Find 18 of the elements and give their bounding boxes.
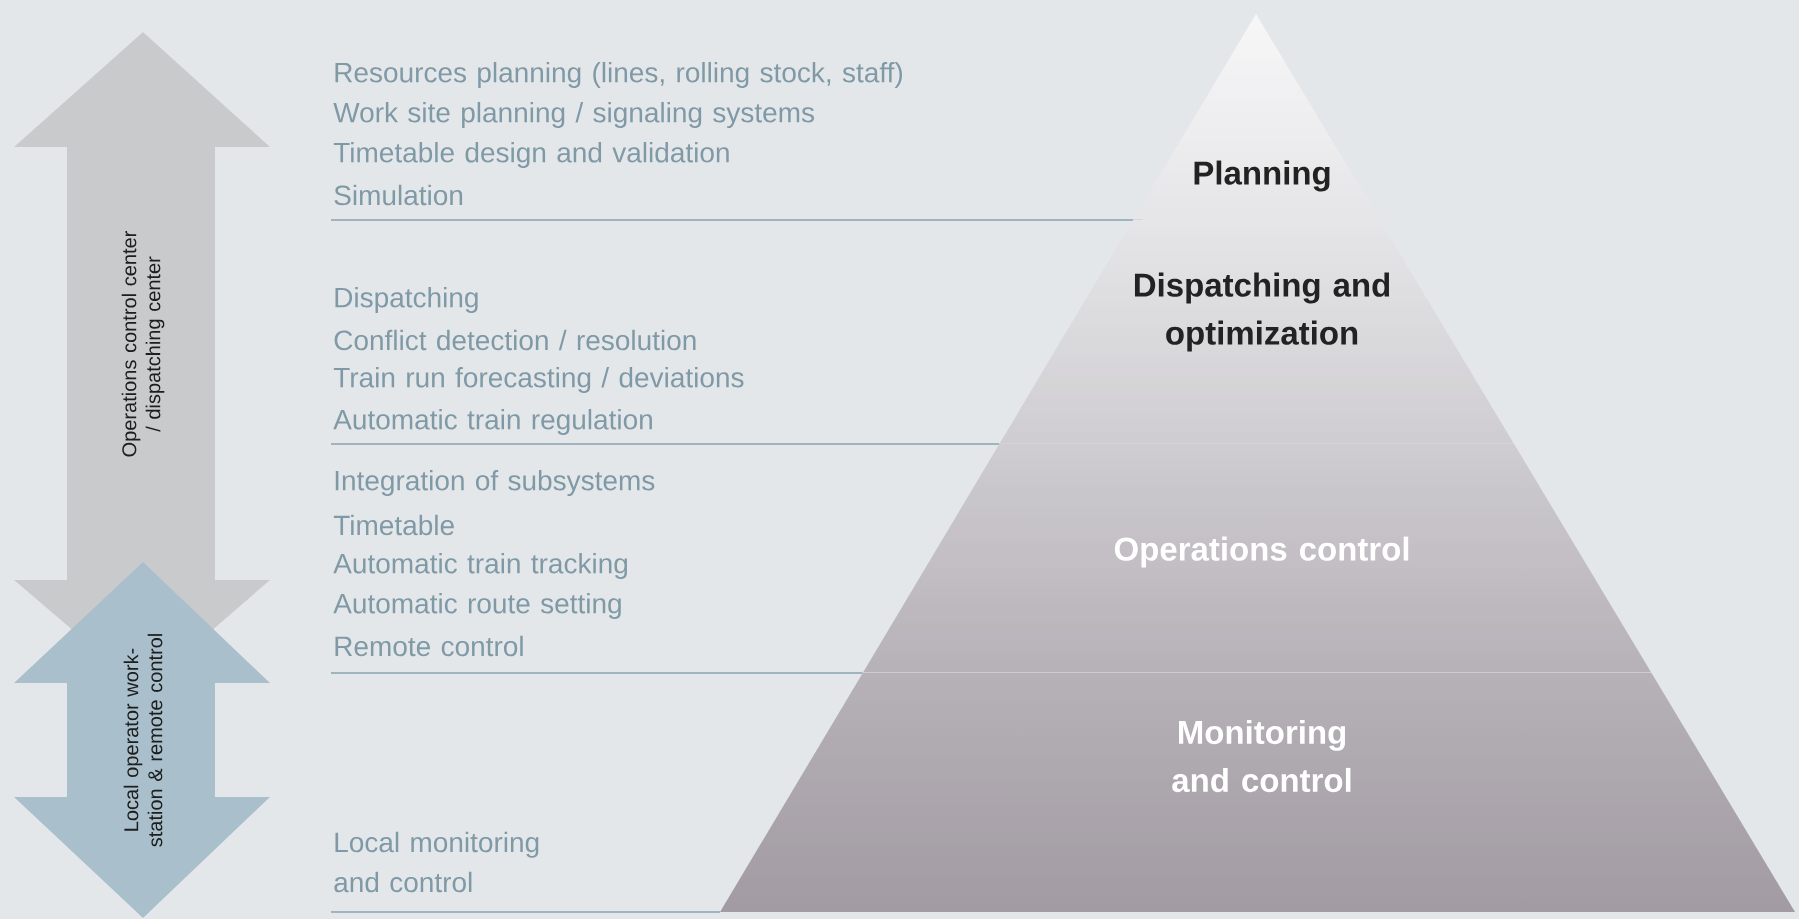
pyramid-level: Dispatching and optimization	[1134, 272, 1390, 352]
list-item: Integration of subsystems	[335, 469, 655, 497]
pyramid-level: Monitoring and control	[1172, 719, 1351, 793]
list-item: Timetable	[333, 514, 454, 536]
list-item: Train run forecasting / deviations	[333, 366, 744, 394]
list-item: Local monitoring and control	[334, 831, 539, 893]
list-item: Remote control	[335, 635, 523, 657]
list-item: Simulation	[334, 184, 463, 206]
list-item: Timetable design and validation	[333, 141, 729, 169]
pyramid-level: Planning	[1194, 160, 1330, 192]
list-item: Work site planning / signaling systems	[333, 101, 814, 129]
list-item: Automatic train regulation	[333, 408, 652, 436]
pyramid-level: Operations control	[1114, 536, 1409, 568]
list-item: Resources planning (lines, rolling stock, staff)	[335, 61, 903, 89]
list-item: Automatic route setting	[333, 592, 621, 620]
list-item: Conflict detection / resolution	[334, 329, 696, 351]
list-item: Automatic train tracking	[333, 552, 628, 580]
list-item: Dispatching	[335, 286, 478, 314]
